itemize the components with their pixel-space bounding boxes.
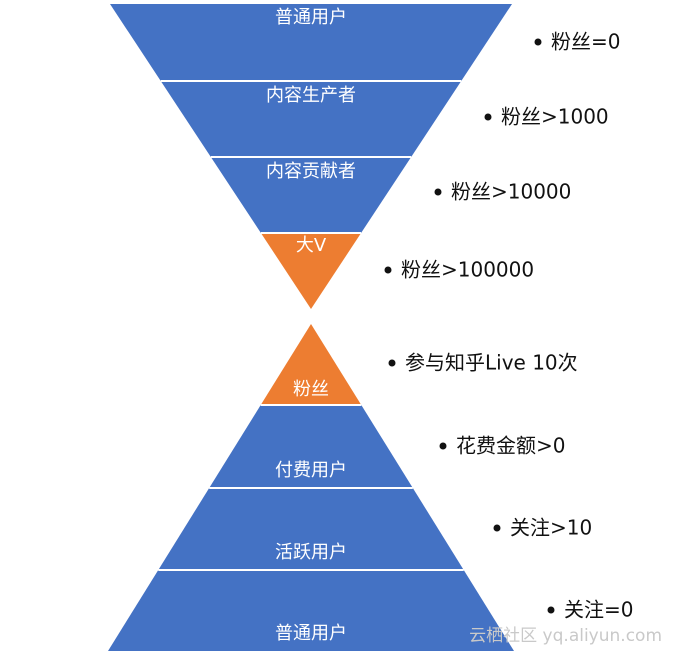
top-segment-label-0: 普通用户 <box>275 7 347 28</box>
bottom-criterion-2: 关注>10 <box>510 516 592 540</box>
watermark-text: 云栖社区 yq.aliyun.com <box>469 626 662 646</box>
top-criterion-0: 粉丝=0 <box>551 30 620 54</box>
bottom-criterion-3: 关注=0 <box>564 598 633 622</box>
top-criterion-2: 粉丝>10000 <box>451 180 571 204</box>
bottom-criterion-bullet-0 <box>388 359 396 367</box>
bottom-criterion-bullet-2 <box>493 524 501 532</box>
bottom-segment-label-0: 粉丝 <box>293 379 329 400</box>
top-criterion-1: 粉丝>1000 <box>501 105 609 129</box>
top-criterion-bullet-0 <box>534 38 542 46</box>
bottom-segment-2 <box>158 488 464 570</box>
bottom-criterion-0: 参与知乎Live 10次 <box>405 351 578 375</box>
bottom-criterion-bullet-3 <box>547 606 555 614</box>
bottom-pyramid-dividers <box>158 404 464 571</box>
bottom-segment-1 <box>209 405 413 488</box>
bottom-segment-0 <box>260 324 362 405</box>
top-segment-1 <box>160 81 462 157</box>
top-segment-2 <box>210 157 412 233</box>
bottom-criterion-bullet-1 <box>439 442 447 450</box>
bottom-segment-label-1: 付费用户 <box>275 460 347 481</box>
top-funnel <box>110 4 512 309</box>
top-criterion-bullet-3 <box>384 266 392 274</box>
top-segment-label-2: 内容贡献者 <box>266 161 356 182</box>
bottom-segment-label-2: 活跃用户 <box>275 542 347 563</box>
top-criterion-3: 粉丝>100000 <box>401 258 534 282</box>
bottom-segment-3 <box>108 570 514 651</box>
top-segment-label-3: 大V <box>296 235 327 256</box>
top-criterion-bullet-1 <box>484 113 492 121</box>
top-segment-label-1: 内容生产者 <box>266 85 356 106</box>
bottom-criterion-1: 花费金额>0 <box>456 434 565 458</box>
bottom-segment-label-3: 普通用户 <box>275 623 347 644</box>
bottom-pyramid <box>108 324 514 651</box>
top-funnel-dividers <box>160 80 462 234</box>
criteria-list: 粉丝=0 粉丝>1000 粉丝>10000 粉丝>100000 参与知乎Live 10次… <box>384 30 633 622</box>
top-criterion-bullet-2 <box>434 188 442 196</box>
top-segment-0 <box>110 4 512 81</box>
top-segment-3 <box>260 233 362 309</box>
